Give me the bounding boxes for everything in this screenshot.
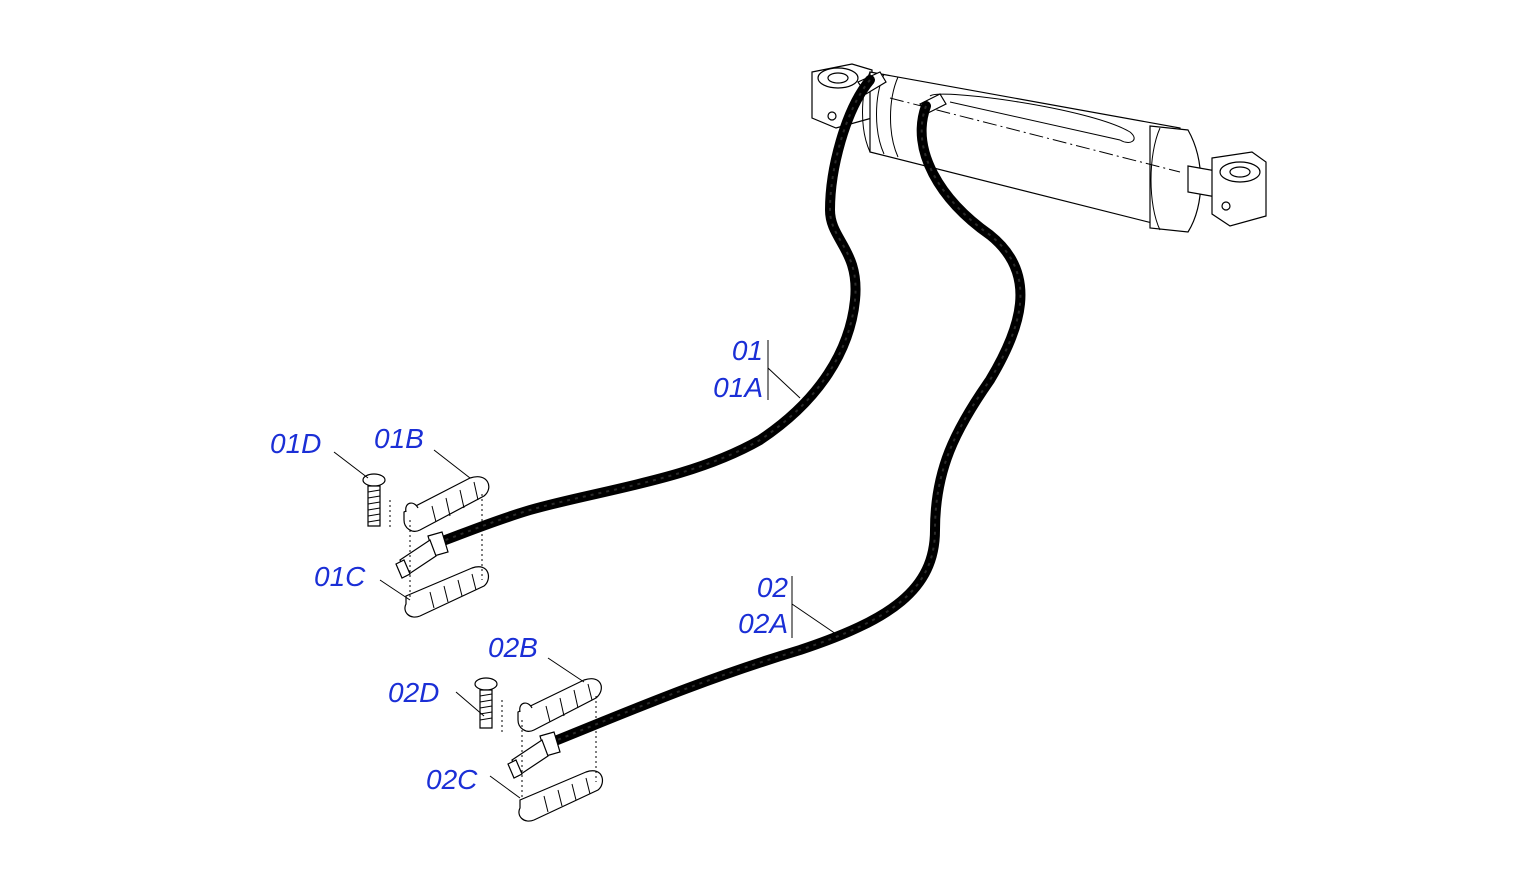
callout-01b: 01B — [374, 423, 424, 454]
callout-01c: 01C — [314, 561, 366, 592]
hose-01 — [427, 75, 875, 550]
clamp-01c — [404, 566, 490, 618]
clamp-02b — [517, 678, 602, 732]
callout-02c: 02C — [426, 764, 478, 795]
hose-02 — [540, 101, 1026, 750]
callout-02b: 02B — [488, 632, 538, 663]
clamp-01b — [403, 476, 490, 532]
clamp-02c — [518, 770, 604, 822]
callout-01: 01 — [732, 335, 763, 366]
callout-02a: 02A — [738, 608, 788, 639]
leader-lines — [333, 340, 837, 799]
hydraulic-cylinder — [811, 63, 1267, 233]
callout-02d: 02D — [388, 677, 439, 708]
callout-01a: 01A — [713, 372, 763, 403]
screw-01d — [362, 473, 386, 527]
hose-end-fitting-01 — [395, 531, 449, 579]
screw-02d — [474, 677, 498, 729]
callout-02: 02 — [757, 572, 789, 603]
hose-end-fitting-02 — [507, 731, 561, 779]
callout-01d: 01D — [270, 428, 321, 459]
